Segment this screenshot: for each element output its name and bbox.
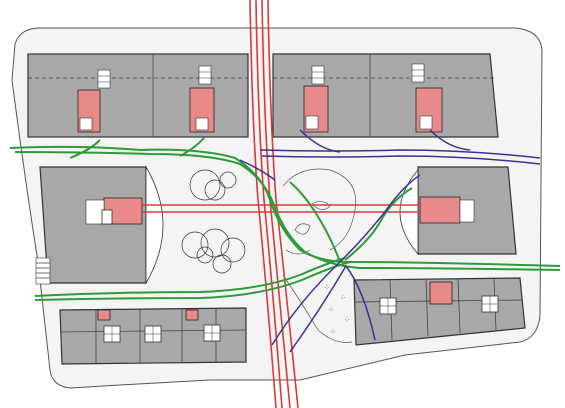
stair-icon [419,115,433,130]
route-green [9,137,561,301]
tree-icon [204,179,226,201]
building-bottom-left [59,307,247,365]
tree-icon [220,237,246,263]
courtyard-arc-left [145,165,164,285]
plaza-left-trees [181,169,246,274]
core-bl-1 [97,309,111,321]
svg-text:⁘: ⁘ [344,316,350,324]
tree-icon [189,169,221,201]
tree-icon [196,246,214,264]
svg-text:⁘: ⁘ [330,328,336,336]
tree-icon [219,171,237,189]
seating-symbols: ⁘ ⁘ ⁘ ⁘ ⁘ [324,284,350,336]
lightwell-icon [203,324,221,342]
lightwell-icon [379,297,397,315]
route-blue [239,129,541,353]
stair-icon [459,199,475,223]
building-top-left [27,53,249,138]
plaza-right-layout [282,168,357,343]
svg-text:⁘: ⁘ [324,284,330,292]
svg-text:⁘: ⁘ [340,294,346,302]
stair-icon [79,117,93,131]
stair-icon [311,65,325,85]
tree-icon [200,228,230,258]
stair-icon [411,63,425,83]
lightwell-icon [481,295,499,313]
stair-icon [97,69,111,89]
core-mr [419,196,461,224]
svg-text:⁘: ⁘ [328,306,334,314]
stair-icon [305,115,319,130]
tree-icon [212,254,232,274]
building-middle-left [35,165,164,285]
core-bl-2 [185,309,199,321]
stair-icon [195,117,209,131]
building-middle-right [399,166,517,256]
lightwell-icon [144,325,162,343]
core-br [429,281,453,305]
building-top-right [272,53,499,138]
tree-icon [181,231,209,259]
stair-icon [85,199,105,225]
building-bottom-right [353,277,526,346]
lightwell-icon [103,325,121,343]
stair-icon [35,257,51,285]
route-red-horizontal [142,204,420,213]
stair-icon [198,65,212,85]
lightwell-icon [101,209,113,225]
